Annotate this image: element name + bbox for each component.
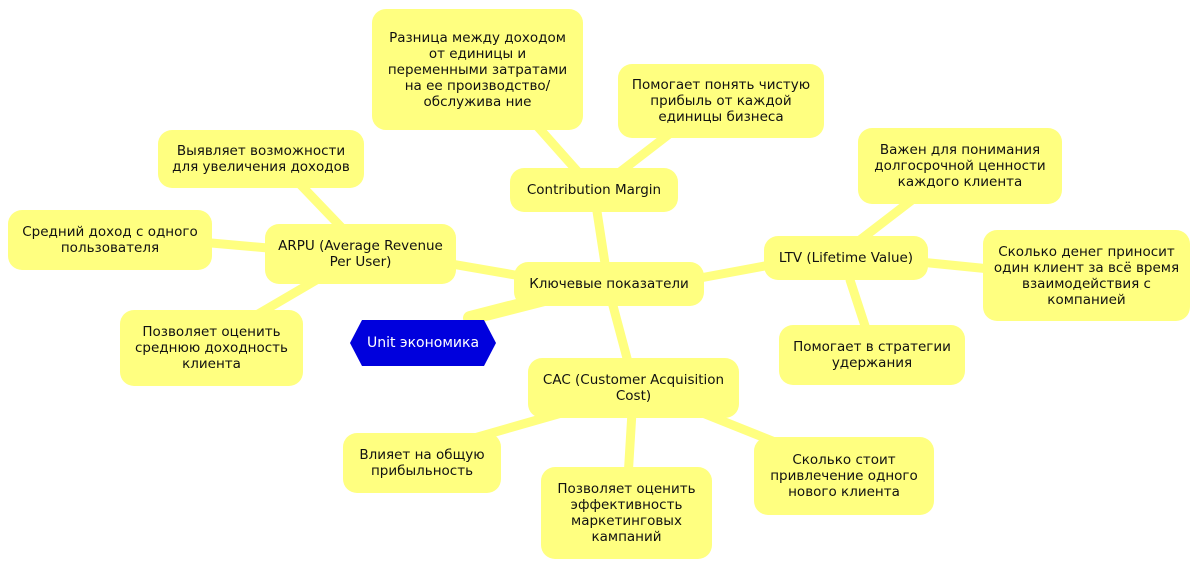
edge-hub-ltv [695, 260, 775, 283]
key-metrics-node: Ключевые показатели [514, 262, 704, 306]
edge-hub-cac [607, 297, 633, 367]
root-hexagon [350, 320, 496, 366]
ltv-node: LTV (Lifetime Value) [764, 236, 928, 280]
edge-arpu-note-1 [291, 175, 347, 233]
arpu-note-3: Позволяет оценить среднюю доходность кли… [120, 310, 303, 386]
ltv-note-3: Помогает в стратегии удержания [779, 325, 965, 385]
cac-note-1: Влияет на общую прибыльность [343, 433, 501, 493]
contribution-margin-node: Contribution Margin [510, 168, 678, 212]
arpu-node: ARPU (Average Revenue Per User) [265, 224, 456, 284]
contribution-margin-note-1: Разница между доходом от единицы и перем… [372, 9, 583, 130]
arpu-note-1: Выявляет возможности для увеличения дохо… [158, 130, 364, 188]
edge-hub-contribution [591, 200, 611, 275]
arpu-note-2: Средний доход с одного пользователя [8, 210, 212, 270]
cac-note-3: Сколько стоит привлечение одного нового … [754, 437, 934, 515]
cac-node: CAC (Customer Acquisition Cost) [528, 358, 739, 418]
root-node: Unit экономика [350, 320, 496, 366]
ltv-note-2: Сколько денег приносит один клиент за вс… [983, 230, 1190, 321]
cac-note-2: Позволяет оценить эффективность маркетин… [541, 467, 712, 559]
root-label: Unit экономика [366, 335, 480, 351]
root-hexagon-shape [350, 320, 496, 366]
contribution-margin-note-2: Помогает понять чистую прибыль от каждой… [618, 64, 824, 138]
ltv-note-1: Важен для понимания долгосрочной ценност… [858, 128, 1062, 204]
